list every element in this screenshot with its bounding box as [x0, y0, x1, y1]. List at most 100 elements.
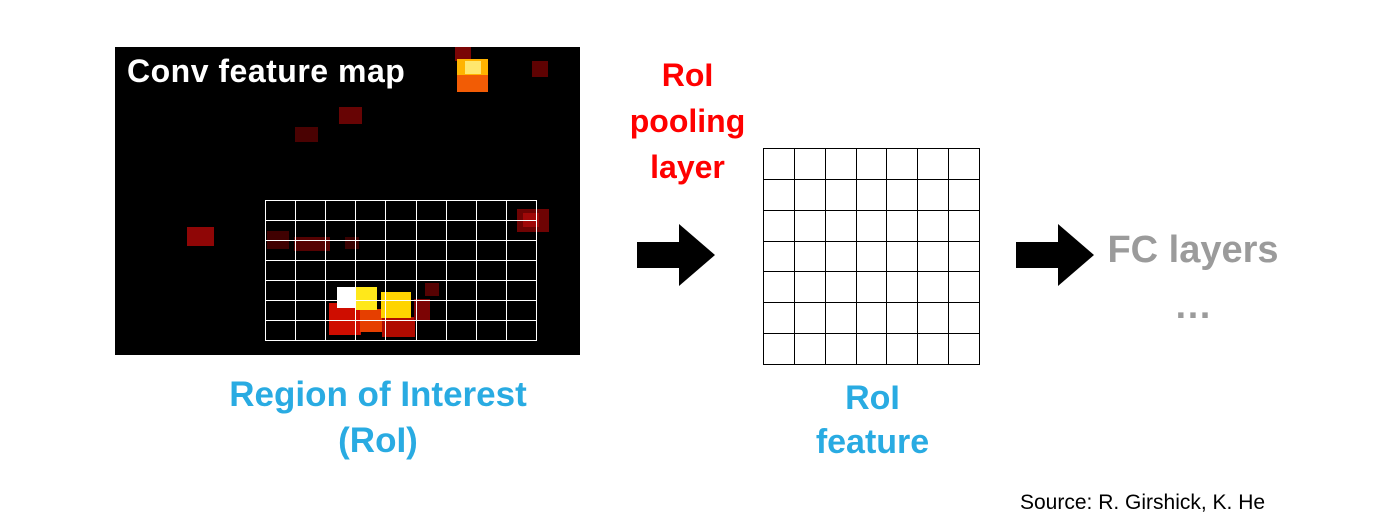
- arrow-right-icon: [637, 224, 715, 286]
- grid-cell: [416, 321, 447, 341]
- grid-cell: [764, 149, 795, 180]
- roi-feature-caption-line2: feature: [815, 423, 930, 461]
- grid-cell: [326, 201, 357, 221]
- heat-spot: [532, 61, 548, 77]
- arrow-right-icon: [637, 224, 715, 286]
- grid-cell: [296, 221, 327, 241]
- grid-cell: [949, 241, 980, 273]
- grid-cell: [825, 272, 857, 304]
- heat-spot: [414, 299, 430, 320]
- grid-cell: [386, 221, 417, 241]
- grid-cell: [386, 201, 417, 221]
- grid-cell: [476, 261, 507, 281]
- grid-cell: [918, 179, 950, 211]
- grid-cell: [918, 149, 950, 180]
- grid-cell: [476, 301, 507, 321]
- grid-cell: [506, 321, 537, 341]
- heat-spot: [457, 75, 488, 92]
- grid-cell: [506, 241, 537, 261]
- grid-cell: [446, 241, 477, 261]
- grid-cell: [506, 261, 537, 281]
- heat-spot: [295, 127, 318, 142]
- grid-cell: [825, 179, 857, 211]
- grid-cell: [856, 179, 888, 211]
- grid-cell: [856, 272, 888, 304]
- grid-cell: [918, 334, 950, 365]
- heat-spot: [187, 227, 214, 246]
- grid-cell: [266, 241, 297, 261]
- grid-cell: [764, 303, 795, 335]
- grid-cell: [949, 149, 980, 180]
- grid-cell: [356, 261, 387, 281]
- grid-cell: [794, 241, 826, 273]
- grid-cell: [764, 334, 795, 365]
- grid-cell: [296, 281, 327, 301]
- grid-cell: [296, 261, 327, 281]
- fc-layers-block: FC layers …: [1098, 228, 1288, 328]
- grid-cell: [266, 321, 297, 341]
- grid-cell: [887, 303, 919, 335]
- grid-cell: [476, 201, 507, 221]
- grid-cell: [326, 221, 357, 241]
- grid-cell: [266, 221, 297, 241]
- grid-cell: [476, 321, 507, 341]
- grid-cell: [887, 241, 919, 273]
- grid-cell: [764, 179, 795, 211]
- fc-layers-ellipsis: …: [1174, 285, 1212, 327]
- roi-pooling-layer-label-line1: RoI: [661, 57, 714, 93]
- grid-cell: [356, 301, 387, 321]
- grid-cell: [356, 201, 387, 221]
- grid-cell: [446, 281, 477, 301]
- grid-cell: [296, 241, 327, 261]
- grid-cell: [266, 261, 297, 281]
- grid-cell: [386, 321, 417, 341]
- grid-cell: [887, 149, 919, 180]
- grid-cell: [416, 281, 447, 301]
- grid-cell: [446, 301, 477, 321]
- grid-cell: [764, 241, 795, 273]
- grid-cell: [416, 261, 447, 281]
- fc-layers-label: FC layers: [1107, 229, 1279, 271]
- grid-cell: [386, 261, 417, 281]
- grid-cell: [949, 210, 980, 242]
- grid-cell: [856, 303, 888, 335]
- grid-cell: [476, 221, 507, 241]
- grid-cell: [794, 210, 826, 242]
- grid-cell: [356, 321, 387, 341]
- conv-feature-map: Conv feature map: [115, 47, 580, 355]
- grid-cell: [386, 281, 417, 301]
- grid-cell: [887, 334, 919, 365]
- grid-cell: [949, 303, 980, 335]
- grid-cell: [326, 241, 357, 261]
- grid-cell: [764, 210, 795, 242]
- grid-cell: [296, 301, 327, 321]
- grid-cell: [446, 201, 477, 221]
- grid-cell: [446, 221, 477, 241]
- grid-cell: [825, 303, 857, 335]
- grid-cell: [476, 281, 507, 301]
- roi-pooling-layer-label-line2: pooling: [629, 103, 746, 139]
- grid-cell: [356, 241, 387, 261]
- roi-feature-caption-line1: RoI: [845, 379, 900, 417]
- grid-cell: [794, 179, 826, 211]
- grid-cell: [266, 201, 297, 221]
- grid-cell: [386, 301, 417, 321]
- arrow-right-icon: [1016, 224, 1094, 286]
- grid-cell: [856, 241, 888, 273]
- heat-spot: [425, 283, 439, 296]
- grid-cell: [949, 334, 980, 365]
- grid-cell: [266, 281, 297, 301]
- grid-cell: [825, 210, 857, 242]
- grid-cell: [416, 221, 447, 241]
- region-of-interest-caption: Region of Interest (RoI): [118, 372, 638, 464]
- grid-cell: [856, 210, 888, 242]
- grid-cell: [794, 272, 826, 304]
- grid-cell: [949, 179, 980, 211]
- grid-cell: [356, 221, 387, 241]
- grid-cell: [476, 241, 507, 261]
- grid-cell: [356, 281, 387, 301]
- conv-feature-map-label: Conv feature map: [127, 53, 406, 89]
- heat-spot: [339, 107, 362, 124]
- roi-feature-grid: [763, 148, 980, 365]
